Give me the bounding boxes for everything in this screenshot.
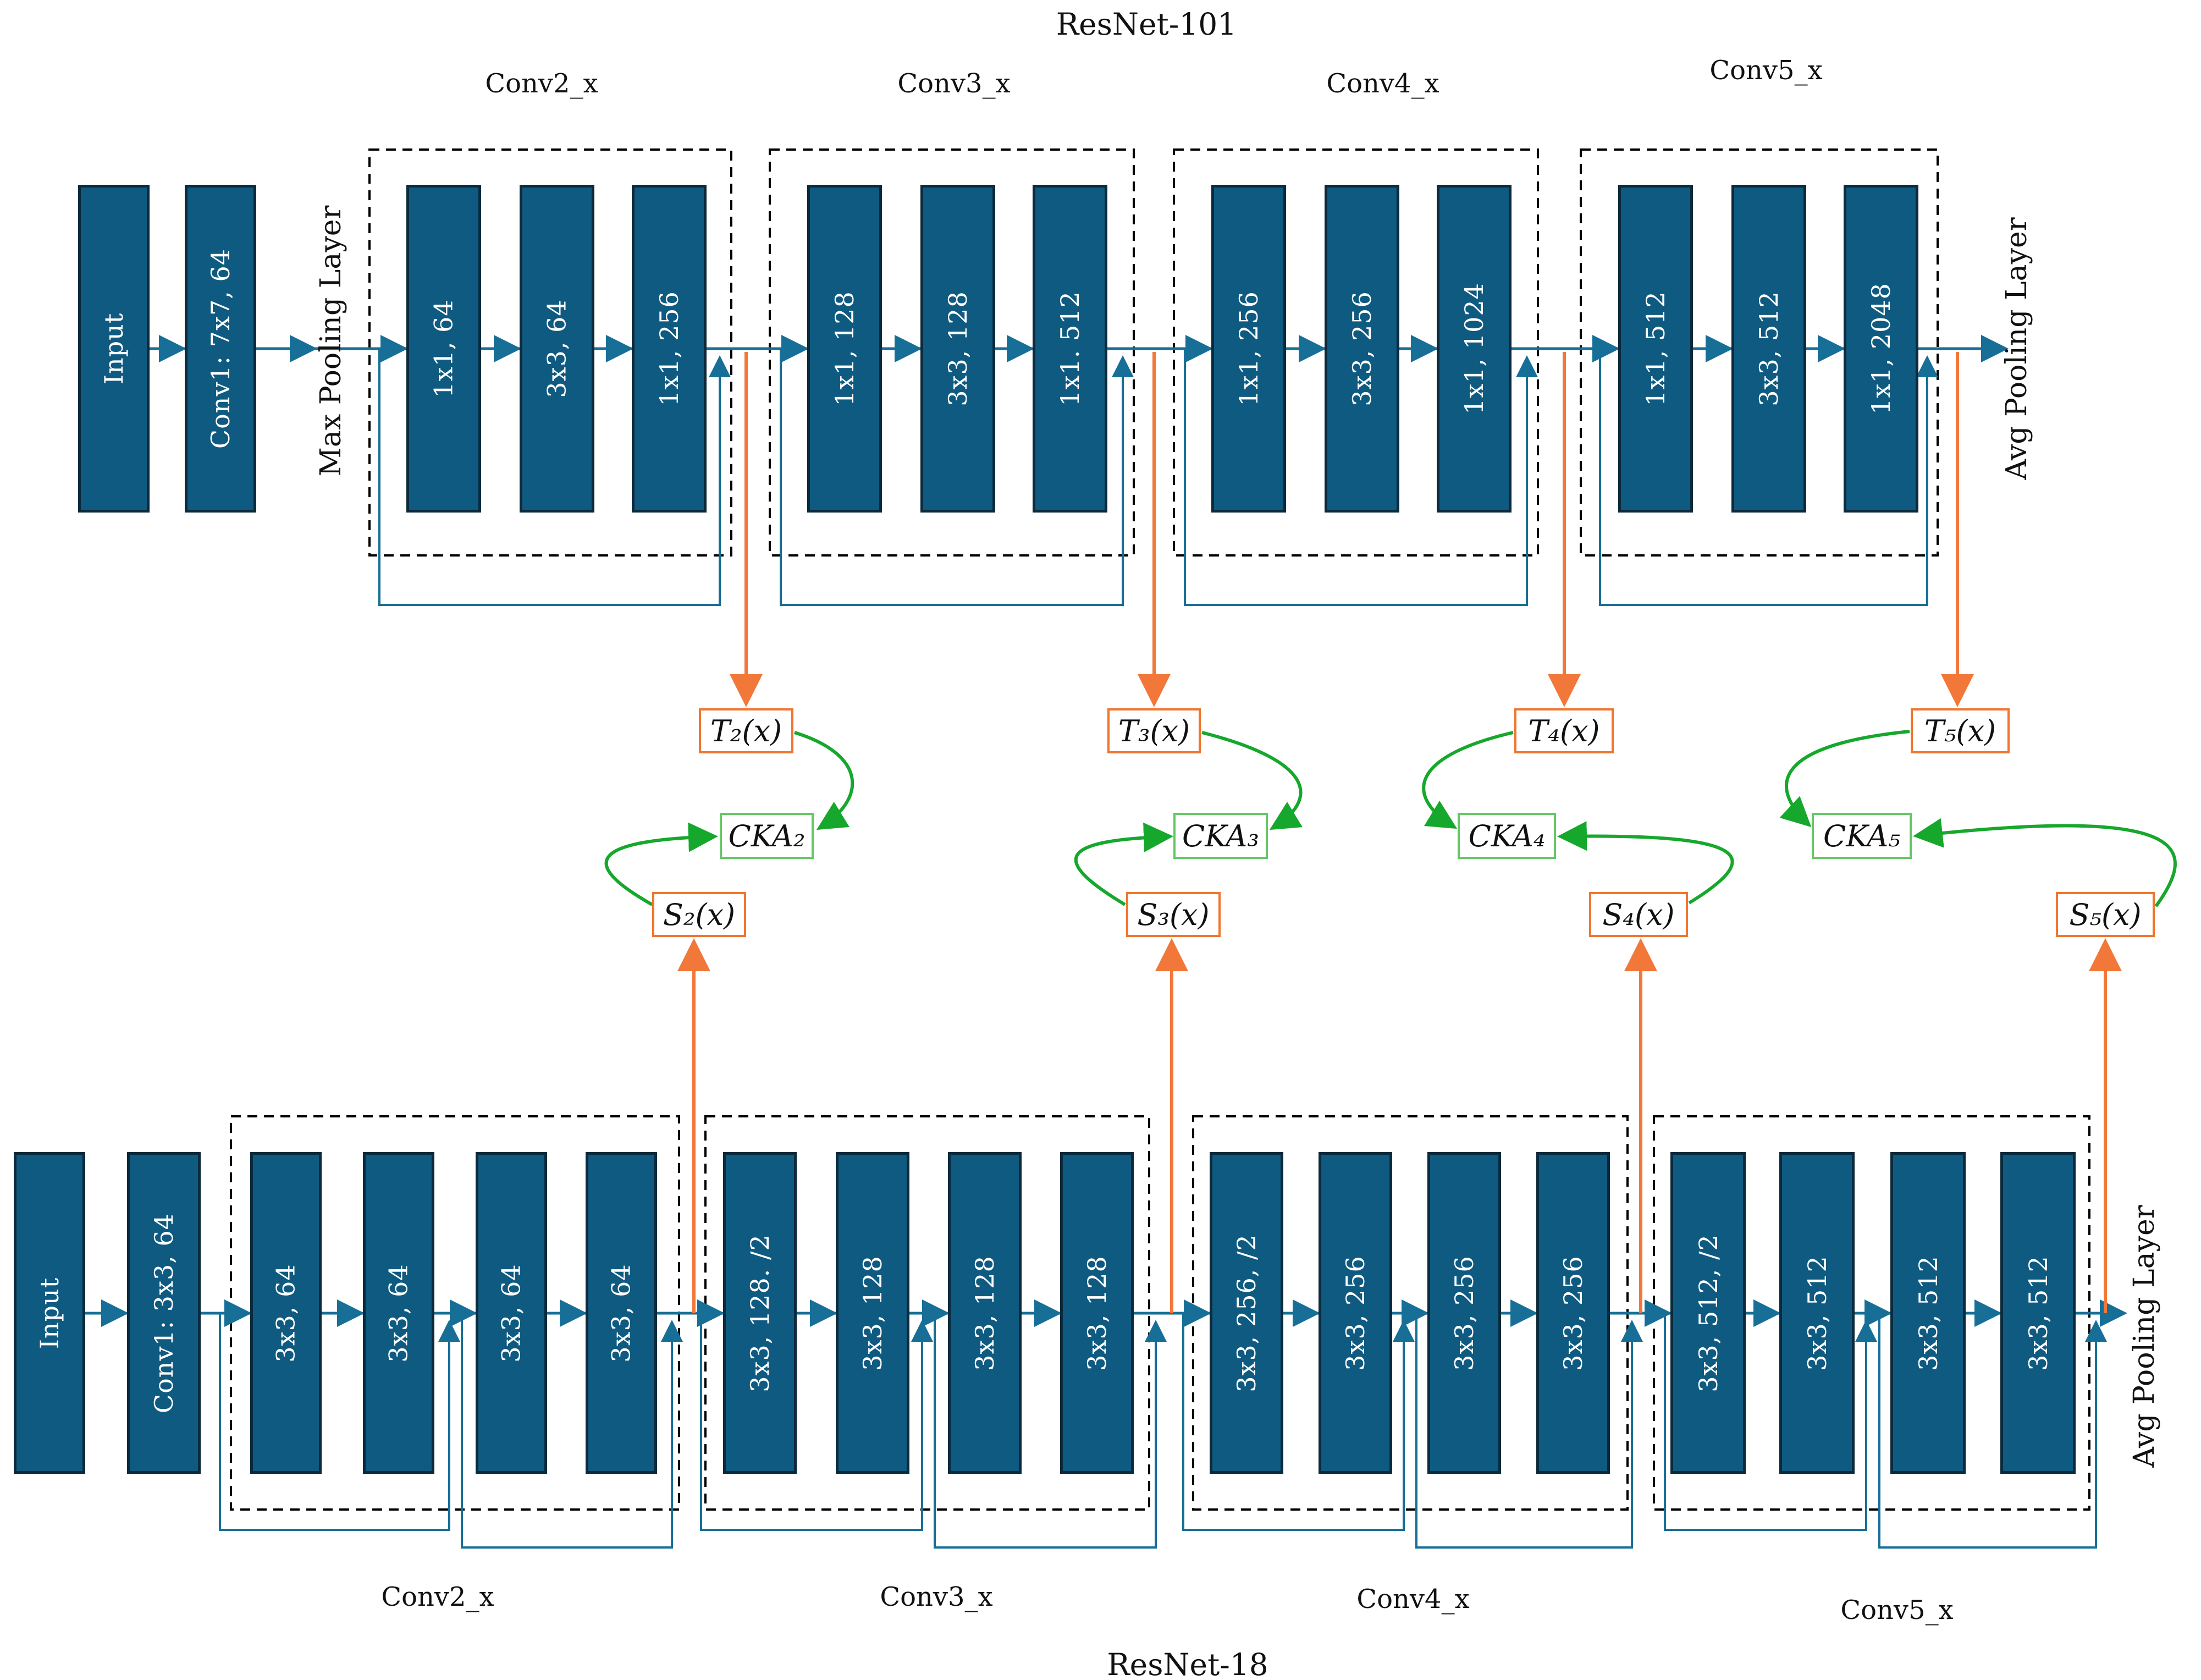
student-conv4x-block-2: 3x3, 256 (1319, 1152, 1392, 1474)
teacher-feature-box-t3: T₃(x) (1107, 708, 1201, 753)
teacher-conv1-label: Conv1: 7x7, 64 (206, 248, 235, 449)
teacher-conv4x-block-3: 1x1, 1024 (1437, 185, 1512, 513)
student-conv3x-block-3-label: 3x3, 128 (970, 1255, 1000, 1371)
teacher-conv5x-block-2: 3x3, 512 (1731, 185, 1806, 513)
student-conv3x-block-3: 3x3, 128 (948, 1152, 1022, 1474)
student-conv5x-block-3-label: 3x3, 512 (1913, 1255, 1943, 1371)
student-group-label-conv4x: Conv4_x (1356, 1584, 1470, 1615)
cka-box-5: CKA₅ (1812, 813, 1912, 859)
teacher-conv3x-block-3: 1x1. 512 (1033, 185, 1107, 513)
cka-box-3: CKA₃ (1173, 813, 1268, 859)
student-conv3x-block-4: 3x3, 128 (1060, 1152, 1134, 1474)
student-conv3x-block-1: 3x3, 128. /2 (723, 1152, 797, 1474)
teacher-input-label: Input (99, 312, 129, 385)
cka-arrows (604, 730, 2177, 907)
teacher-conv4x-block-1-label: 1x1, 256 (1234, 291, 1264, 406)
teacher-avg-pooling-label: Avg Pooling Layer (2000, 217, 2033, 480)
teacher-max-pooling-label: Max Pooling Layer (315, 205, 347, 477)
student-conv3x-block-1-label: 3x3, 128. /2 (745, 1233, 775, 1392)
student-feature-box-s4: S₄(x) (1589, 892, 1688, 937)
student-conv4x-block-1: 3x3, 256, /2 (1210, 1152, 1283, 1474)
student-conv2x-block-2-label: 3x3, 64 (384, 1263, 414, 1363)
student-conv2x-block-4-label: 3x3, 64 (606, 1263, 637, 1363)
student-conv3x-block-4-label: 3x3, 128 (1082, 1255, 1112, 1371)
student-conv4x-block-4-label: 3x3, 256 (1558, 1255, 1588, 1371)
teacher-conv2x-block-1-label: 1x1, 64 (429, 299, 459, 398)
teacher-conv3x-block-2: 3x3, 128 (920, 185, 995, 513)
teacher-conv4x-block-3-label: 1x1, 1024 (1459, 283, 1490, 415)
student-conv1-label: Conv1: 3x3, 64 (149, 1213, 179, 1413)
student-feature-box-s3: S₃(x) (1126, 892, 1221, 937)
student-conv5x-block-2-label: 3x3, 512 (1802, 1255, 1832, 1371)
student-group-label-conv3x: Conv3_x (880, 1582, 993, 1612)
student-conv5x-block-1: 3x3, 512, /2 (1670, 1152, 1746, 1474)
cka-box-4: CKA₄ (1458, 813, 1556, 859)
student-conv2x-block-1: 3x3, 64 (250, 1152, 322, 1474)
student-conv2x-block-3: 3x3, 64 (476, 1152, 547, 1474)
teacher-conv5x-block-3: 1x1, 2048 (1844, 185, 1918, 513)
student-conv2x-block-3-label: 3x3, 64 (497, 1263, 527, 1363)
cka-box-2: CKA₂ (720, 813, 814, 859)
teacher-conv2x-block-1: 1x1, 64 (406, 185, 481, 513)
teacher-conv4x-block-2: 3x3, 256 (1325, 185, 1399, 513)
student-conv2x-block-4: 3x3, 64 (586, 1152, 657, 1474)
teacher-conv4x-block-1: 1x1, 256 (1211, 185, 1286, 513)
student-skip-loops (219, 1313, 2107, 1549)
teacher-conv5x-block-2-label: 3x3, 512 (1754, 291, 1784, 406)
teacher-conv2x-block-2: 3x3, 64 (520, 185, 594, 513)
teacher-conv5x-block-3-label: 1x1, 2048 (1866, 283, 1896, 415)
teacher-group-label-conv5x: Conv5_x (1709, 55, 1823, 86)
teacher-group-label-conv2x: Conv2_x (485, 68, 598, 99)
teacher-conv4x-block-2-label: 3x3, 256 (1347, 291, 1377, 406)
teacher-feature-box-t2: T₂(x) (699, 708, 793, 753)
student-conv5x-block-3: 3x3, 512 (1890, 1152, 1966, 1474)
teacher-conv3x-block-2-label: 3x3, 128 (943, 291, 973, 406)
teacher-conv3x-block-1: 1x1, 128 (807, 185, 882, 513)
teacher-title: ResNet-101 (1056, 7, 1237, 42)
student-group-label-conv5x: Conv5_x (1840, 1595, 1954, 1626)
teacher-group-label-conv3x: Conv3_x (897, 68, 1011, 99)
student-input-block: Input (14, 1152, 85, 1474)
student-conv4x-block-2-label: 3x3, 256 (1341, 1255, 1370, 1371)
student-feature-box-s5: S₅(x) (2056, 892, 2155, 937)
student-conv3x-block-2-label: 3x3, 128 (858, 1255, 887, 1371)
student-conv2x-block-1-label: 3x3, 64 (271, 1263, 301, 1363)
teacher-conv3x-block-1-label: 1x1, 128 (830, 291, 859, 406)
student-conv4x-block-4: 3x3, 256 (1536, 1152, 1610, 1474)
student-conv5x-block-1-label: 3x3, 512, /2 (1693, 1233, 1723, 1392)
teacher-conv2x-block-2-label: 3x3, 64 (542, 299, 572, 398)
teacher-input-block: Input (78, 185, 150, 513)
student-feature-box-s2: S₂(x) (652, 892, 746, 937)
teacher-conv2x-block-3: 1x1, 256 (632, 185, 707, 513)
teacher-feature-box-t5: T₅(x) (1911, 708, 2010, 753)
teacher-feature-arrows (730, 352, 1974, 707)
teacher-group-label-conv4x: Conv4_x (1326, 68, 1439, 99)
teacher-feature-box-t4: T₄(x) (1514, 708, 1614, 753)
student-conv2x-block-2: 3x3, 64 (363, 1152, 434, 1474)
teacher-conv2x-block-3-label: 1x1, 256 (654, 291, 684, 406)
student-conv4x-block-3: 3x3, 256 (1427, 1152, 1501, 1474)
student-feature-arrows (677, 938, 2122, 1313)
student-conv4x-block-1-label: 3x3, 256, /2 (1232, 1233, 1261, 1392)
student-title: ResNet-18 (1107, 1647, 1268, 1680)
teacher-conv3x-block-3-label: 1x1. 512 (1055, 291, 1085, 406)
student-conv1-block: Conv1: 3x3, 64 (127, 1152, 201, 1474)
student-conv4x-block-3-label: 3x3, 256 (1449, 1255, 1479, 1371)
student-conv5x-block-2: 3x3, 512 (1779, 1152, 1855, 1474)
teacher-conv5x-block-1: 1x1, 512 (1618, 185, 1693, 513)
student-conv5x-block-4-label: 3x3, 512 (2023, 1255, 2053, 1371)
student-conv3x-block-2: 3x3, 128 (836, 1152, 909, 1474)
teacher-conv5x-block-1-label: 1x1, 512 (1641, 291, 1670, 406)
student-input-label: Input (35, 1277, 65, 1349)
student-conv5x-block-4: 3x3, 512 (2000, 1152, 2076, 1474)
student-group-label-conv2x: Conv2_x (381, 1582, 494, 1612)
teacher-group-boxes (368, 148, 1939, 557)
teacher-conv1-block: Conv1: 7x7, 64 (185, 185, 256, 513)
teacher-skip-loops (378, 349, 1938, 606)
student-avg-pooling-label: Avg Pooling Layer (2128, 1205, 2161, 1468)
